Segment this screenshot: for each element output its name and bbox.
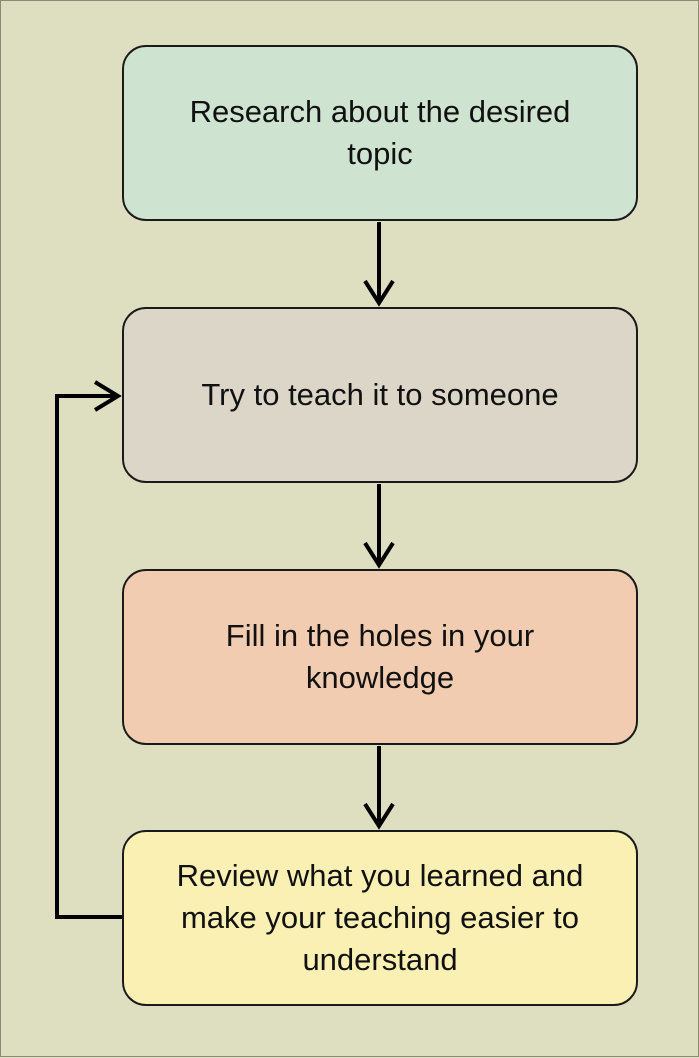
arrow-step2-to-step3 bbox=[363, 484, 395, 569]
arrow-step1-to-step2 bbox=[363, 222, 395, 307]
step-teach-box: Try to teach it to someone bbox=[122, 307, 638, 483]
step-research-box: Research about the desired topic bbox=[122, 45, 638, 221]
step-research-label: Research about the desired topic bbox=[189, 94, 571, 171]
arrow-step3-to-step4 bbox=[363, 746, 395, 830]
step-review-label: Review what you learned and make your te… bbox=[176, 858, 584, 977]
step-fill-holes-box: Fill in the holes in your knowledge bbox=[122, 569, 638, 745]
step-review-box: Review what you learned and make your te… bbox=[122, 830, 638, 1006]
step-teach-label: Try to teach it to someone bbox=[201, 377, 559, 412]
step-fill-holes-label: Fill in the holes in your knowledge bbox=[225, 618, 535, 695]
loop-arrow-step4-to-step2 bbox=[55, 380, 122, 919]
